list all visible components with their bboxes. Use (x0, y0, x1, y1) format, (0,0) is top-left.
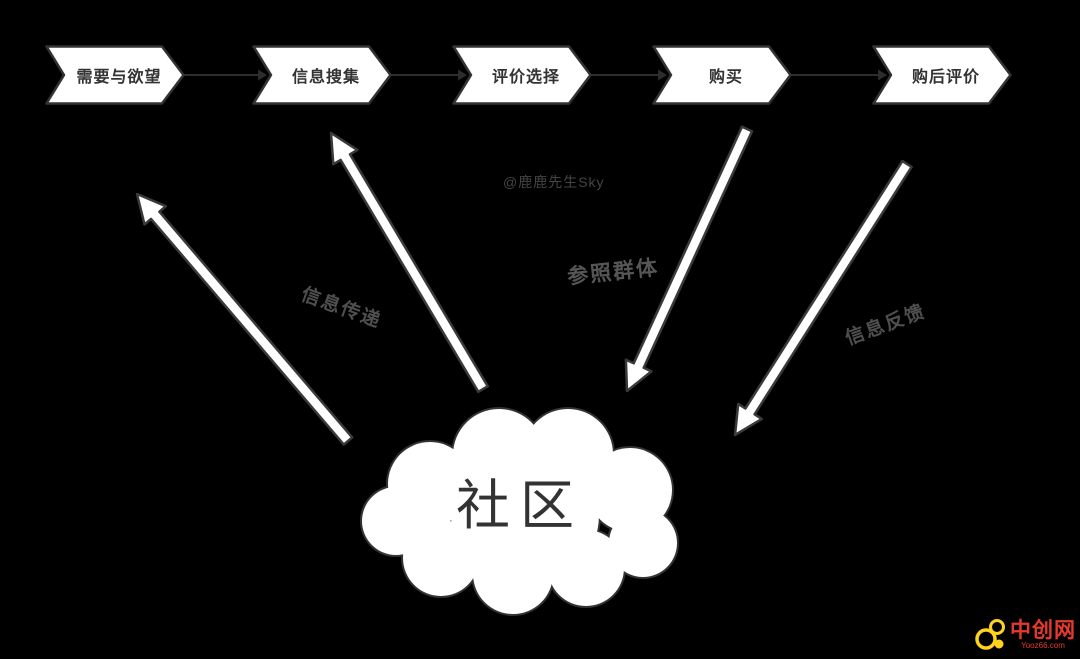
logo-title: 中创网 (1010, 619, 1076, 642)
community-cloud (360, 407, 679, 616)
process-step-post-purchase: 购后评价 (872, 45, 1012, 105)
community-cloud-label: 社区 (456, 476, 584, 536)
chevron-shape (872, 45, 1012, 105)
logo-text-column: 中创网 Yooz66.com (1010, 620, 1076, 650)
process-step-needs: 需要与欲望 (45, 45, 185, 105)
flow-arrow (135, 192, 354, 446)
flow-arrow (624, 125, 754, 393)
connector-arrowhead (878, 69, 887, 81)
process-step-label: 购后评价 (911, 69, 980, 86)
process-step-label: 购买 (708, 69, 743, 86)
process-step-evaluation: 评价选择 (452, 45, 592, 105)
connector-arrowhead (658, 69, 667, 81)
connector-arrowhead (258, 69, 267, 81)
watermark-text: @鹿鹿先生Sky (503, 174, 605, 190)
site-logo: 中创网 Yooz66.com (974, 616, 1076, 654)
logo-subtitle: Yooz66.com (1021, 641, 1065, 650)
chevron-shape (45, 45, 185, 105)
process-step-label: 信息搜集 (291, 69, 360, 86)
flow-arrows (135, 125, 913, 446)
flow-arrow (733, 159, 913, 437)
step-connectors (183, 69, 887, 81)
process-step-purchase: 购买 (652, 45, 792, 105)
chevron-shape (252, 45, 392, 105)
chevron-shape (452, 45, 592, 105)
process-step-label: 评价选择 (491, 69, 560, 86)
logo-circles-icon (975, 619, 1005, 650)
flow-arrow (329, 131, 489, 394)
chevron-shape (652, 45, 792, 105)
process-step-label: 需要与欲望 (76, 69, 162, 86)
process-step-info-search: 信息搜集 (252, 45, 392, 105)
connector-arrowhead (458, 69, 467, 81)
